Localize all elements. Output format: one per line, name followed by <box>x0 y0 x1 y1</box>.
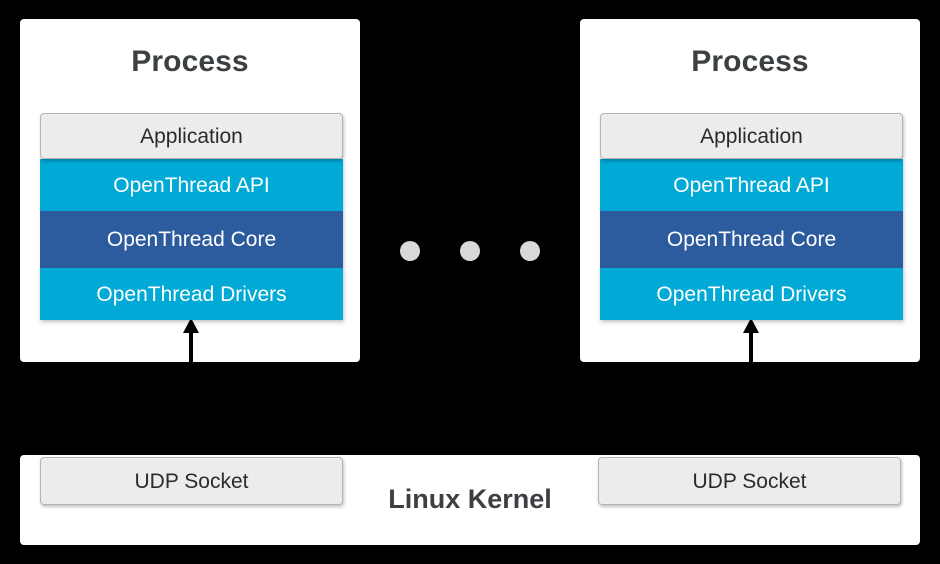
layer-openthread-drivers-right: OpenThread Drivers <box>600 268 903 320</box>
layer-application-left: Application <box>40 113 343 159</box>
layer-application-right: Application <box>600 113 903 159</box>
ellipsis-dot-1 <box>400 241 420 261</box>
process-box-right: Process Application OpenThread API OpenT… <box>580 19 920 362</box>
layer-openthread-core-left: OpenThread Core <box>40 211 343 268</box>
udp-socket-right: UDP Socket <box>598 457 901 505</box>
ellipsis-dot-2 <box>460 241 480 261</box>
process-box-left: Process Application OpenThread API OpenT… <box>20 19 360 362</box>
layer-openthread-core-right: OpenThread Core <box>600 211 903 268</box>
arrow-shaft-right <box>749 331 753 362</box>
kernel-box: Linux Kernel UDP Socket UDP Socket <box>20 455 920 545</box>
arrow-up-icon-right <box>740 318 762 362</box>
process-title-left: Process <box>131 45 249 78</box>
arrow-head-right <box>743 318 759 333</box>
layer-openthread-api-right: OpenThread API <box>600 159 903 211</box>
process-title-right: Process <box>691 45 809 78</box>
udp-socket-left: UDP Socket <box>40 457 343 505</box>
ellipsis-dot-3 <box>520 241 540 261</box>
ellipsis-dots <box>400 241 540 261</box>
arrow-up-icon-left <box>180 318 202 362</box>
arrow-head-left <box>183 318 199 333</box>
kernel-title: Linux Kernel <box>388 484 552 514</box>
arrow-shaft-left <box>189 331 193 362</box>
stack-right: Application OpenThread API OpenThread Co… <box>600 113 903 320</box>
stack-left: Application OpenThread API OpenThread Co… <box>40 113 343 320</box>
layer-openthread-drivers-left: OpenThread Drivers <box>40 268 343 320</box>
layer-openthread-api-left: OpenThread API <box>40 159 343 211</box>
